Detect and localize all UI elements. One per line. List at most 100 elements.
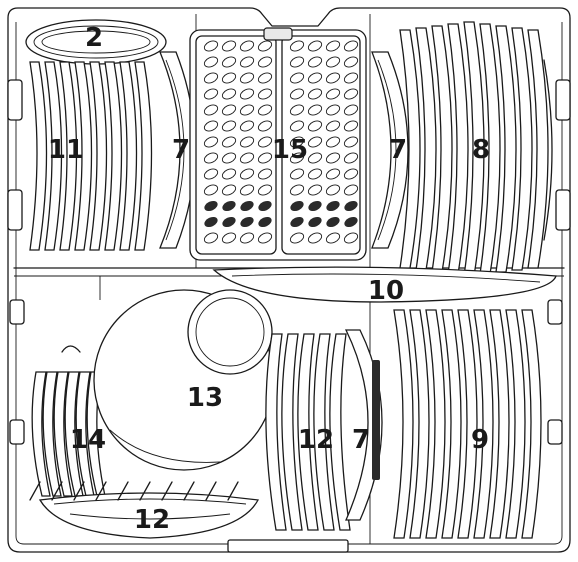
callout-2: 2: [85, 23, 103, 53]
basket-slot: [203, 168, 219, 180]
dishes-middle: [265, 333, 351, 531]
plate: [511, 27, 533, 271]
basket-slot: [203, 40, 219, 52]
plates-right-lower: [393, 309, 542, 539]
basket-slot: [289, 232, 305, 244]
dish: [329, 333, 351, 531]
basket-slot: [289, 40, 305, 52]
basket-slot: [221, 136, 237, 148]
callout-13: 13: [187, 383, 223, 413]
basket-slot: [326, 216, 340, 228]
basket-slot: [307, 72, 323, 84]
basket-slot: [289, 184, 305, 196]
basket-slot: [204, 216, 218, 228]
basket-slot: [325, 136, 341, 148]
basket-slot: [239, 232, 255, 244]
basket-slot: [343, 136, 359, 148]
basket-slot: [326, 200, 340, 212]
basket-slot: [203, 120, 219, 132]
basket-slot: [221, 184, 237, 196]
basket-slot: [344, 200, 358, 212]
basket-slot: [325, 120, 341, 132]
basket-slot: [307, 56, 323, 68]
callout-12-middle: 12: [298, 425, 334, 455]
basket-slot: [343, 88, 359, 100]
plate: [104, 61, 123, 251]
basket-slot: [290, 200, 304, 212]
soup-plates-right: [371, 51, 409, 249]
basket-slot: [289, 152, 305, 164]
basket-slot: [343, 40, 359, 52]
callout-10: 10: [368, 276, 404, 306]
basket-slot: [289, 136, 305, 148]
basket-slot: [325, 152, 341, 164]
basket-slot: [240, 200, 254, 212]
basket-slot: [221, 88, 237, 100]
basket-slot: [222, 216, 236, 228]
basket-slot: [290, 216, 304, 228]
basket-slot: [307, 232, 323, 244]
plate: [74, 61, 93, 251]
basket-slot: [239, 184, 255, 196]
rack-frame: [7, 7, 571, 553]
basket-slot: [307, 136, 323, 148]
basket-slot: [257, 40, 273, 52]
plate: [59, 61, 78, 251]
large-bowl: [93, 289, 275, 471]
basket-slot: [257, 104, 273, 116]
basket-slot: [203, 72, 219, 84]
basket-slot: [257, 88, 273, 100]
basket-slot: [343, 104, 359, 116]
basket-slot: [222, 200, 236, 212]
plate: [473, 309, 494, 539]
basket-slot: [221, 56, 237, 68]
basket-slot: [221, 40, 237, 52]
dish: [281, 333, 303, 531]
bowl: [42, 371, 62, 497]
basket-slot: [289, 120, 305, 132]
callout-7-upper-left: 7: [172, 135, 190, 165]
plate: [521, 309, 542, 539]
basket-slot: [308, 216, 322, 228]
basket-slot: [307, 40, 323, 52]
basket-slot: [257, 232, 273, 244]
basket-slot: [239, 56, 255, 68]
callout-7-upper-right: 7: [389, 135, 407, 165]
basket-slot: [257, 72, 273, 84]
basket-slot: [239, 88, 255, 100]
basket-slot: [307, 168, 323, 180]
dish: [313, 333, 335, 531]
callout-labels: 2 11 7 15 7 8 10 13 14 12 7 9 12: [48, 23, 490, 535]
basket-slot: [343, 152, 359, 164]
plate: [134, 61, 153, 251]
basket-slot: [221, 152, 237, 164]
callout-8: 8: [472, 135, 490, 165]
basket-slot: [239, 72, 255, 84]
basket-slot: [325, 40, 341, 52]
basket-slot: [239, 152, 255, 164]
basket-slot: [257, 120, 273, 132]
basket-slot: [257, 168, 273, 180]
plate: [119, 61, 138, 251]
basket-slot: [239, 104, 255, 116]
small-bowls: [31, 345, 106, 497]
basket-slot: [203, 104, 219, 116]
basket-slot: [203, 184, 219, 196]
basket-slot: [289, 88, 305, 100]
plate: [489, 309, 510, 539]
basket-slot: [325, 56, 341, 68]
callout-15: 15: [272, 135, 308, 165]
basket-slot: [221, 120, 237, 132]
basket-slot: [307, 152, 323, 164]
basket-slot: [203, 232, 219, 244]
basket-slot: [221, 72, 237, 84]
rack-tines: [29, 481, 239, 501]
plate: [457, 309, 478, 539]
basket-slot: [257, 184, 273, 196]
basket-slot: [289, 104, 305, 116]
basket-slot: [307, 88, 323, 100]
basket-slot: [203, 136, 219, 148]
basket-slot: [325, 88, 341, 100]
callout-7-lower: 7: [352, 425, 370, 455]
basket-slot: [343, 184, 359, 196]
